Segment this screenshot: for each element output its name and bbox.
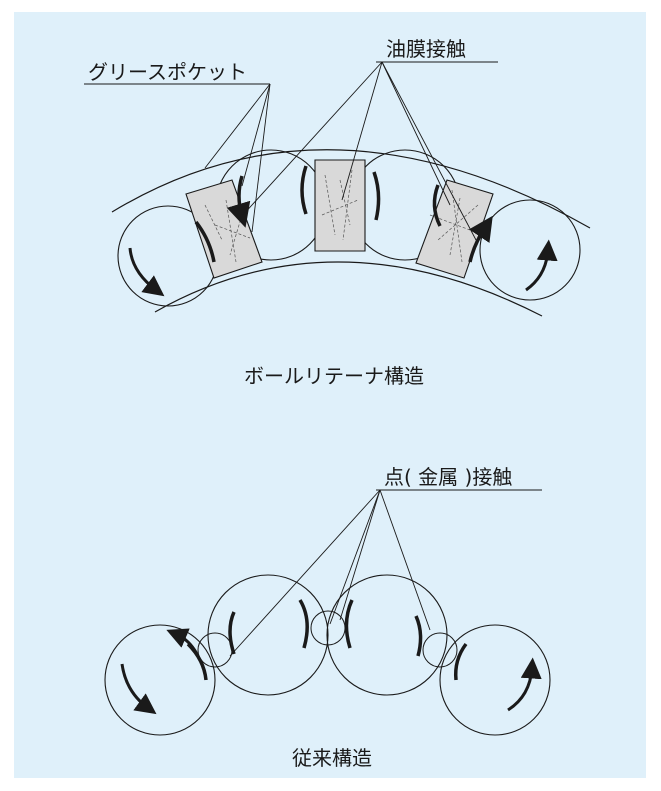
rotation-arrow	[166, 628, 200, 657]
label-oil-film-contact: 油膜接触	[386, 37, 466, 61]
metal-contact-marks	[186, 599, 468, 681]
point-contact-leaders	[229, 489, 542, 657]
ball	[439, 624, 551, 736]
oil-film-contact-marks	[194, 165, 493, 263]
inner-race-arc	[154, 261, 543, 317]
grease-pocket-leaders	[84, 83, 271, 233]
ball-retainer-diagram: グリースポケット 油膜接触 ボールリテーナ構造	[84, 37, 591, 388]
rotation-arrow	[525, 239, 558, 292]
rotation-arrow	[128, 247, 165, 297]
ball	[326, 574, 448, 696]
ball	[479, 199, 581, 301]
outer-race-arc	[111, 149, 591, 229]
ball	[207, 574, 329, 696]
ball-retainer	[185, 179, 263, 279]
contact-point	[197, 632, 233, 668]
rotation-arrow	[507, 657, 542, 712]
conventional-diagram: 点( 金属 )接触 従来構造	[104, 465, 551, 770]
oil-film-leaders	[241, 61, 498, 241]
figure-panel	[14, 12, 646, 778]
ball-retainer	[314, 159, 366, 252]
label-point-contact: 点( 金属 )接触	[384, 465, 512, 489]
rotation-arrow	[120, 663, 157, 715]
ball	[104, 624, 216, 736]
caption-conventional: 従来構造	[292, 746, 372, 770]
label-grease-pocket: グリースポケット	[88, 60, 247, 84]
contact-point	[422, 632, 458, 668]
caption-ball-retainer: ボールリテーナ構造	[244, 364, 424, 388]
